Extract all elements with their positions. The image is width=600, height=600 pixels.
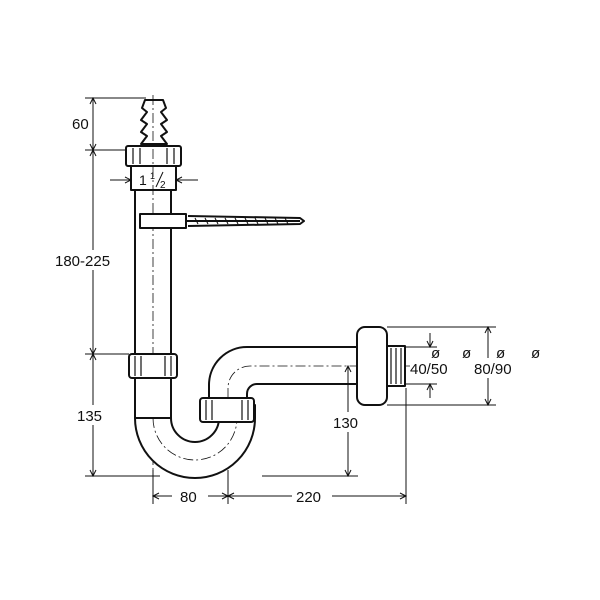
trap-union-nut — [199, 397, 255, 423]
dim-width-outlet-label: 220 — [296, 489, 321, 506]
dim-upper-height-label: 180-225 — [55, 253, 110, 270]
dim-horizontal: 80 220 — [151, 388, 408, 506]
outlet-pipe — [208, 346, 410, 399]
dim-trap-depth-label: 130 — [333, 415, 358, 432]
dim-width-trap-label: 80 — [180, 489, 197, 506]
top-union-nut — [125, 145, 182, 191]
socket-diameter-symbol-1: ø — [496, 345, 505, 362]
outlet-diameter-symbol-2: ø — [462, 345, 471, 362]
thread-size-numerator: 1 — [150, 171, 155, 181]
dim-lower-height: 135 — [74, 352, 160, 478]
dim-socket-diameter: 80/90 ø ø — [387, 325, 540, 407]
socket-diameter-symbol-2: ø — [531, 345, 540, 362]
dim-outlet-diameter: 40/50 ø ø — [405, 333, 471, 398]
dim-top-height: 60 — [72, 96, 146, 152]
outlet-diameter-symbol-1: ø — [431, 345, 440, 362]
wall-socket — [356, 326, 406, 406]
u-bend-trap — [134, 404, 256, 479]
wall-clamp — [139, 213, 305, 229]
outlet-diameter-label: 40/50 — [410, 361, 448, 378]
middle-union-nut — [128, 353, 178, 419]
dim-top-height-label: 60 — [72, 116, 89, 133]
socket-diameter-label: 80/90 — [474, 361, 512, 378]
dim-thread-size: 1 1 2 — [110, 171, 198, 191]
thread-size-whole: 1 — [139, 172, 147, 188]
thread-size-denominator: 2 — [160, 180, 166, 191]
hose-nozzle — [140, 99, 168, 145]
dim-upper-height: 180-225 — [52, 148, 132, 356]
dim-lower-height-label: 135 — [77, 408, 102, 425]
dim-trap-depth: 130 — [262, 364, 366, 478]
